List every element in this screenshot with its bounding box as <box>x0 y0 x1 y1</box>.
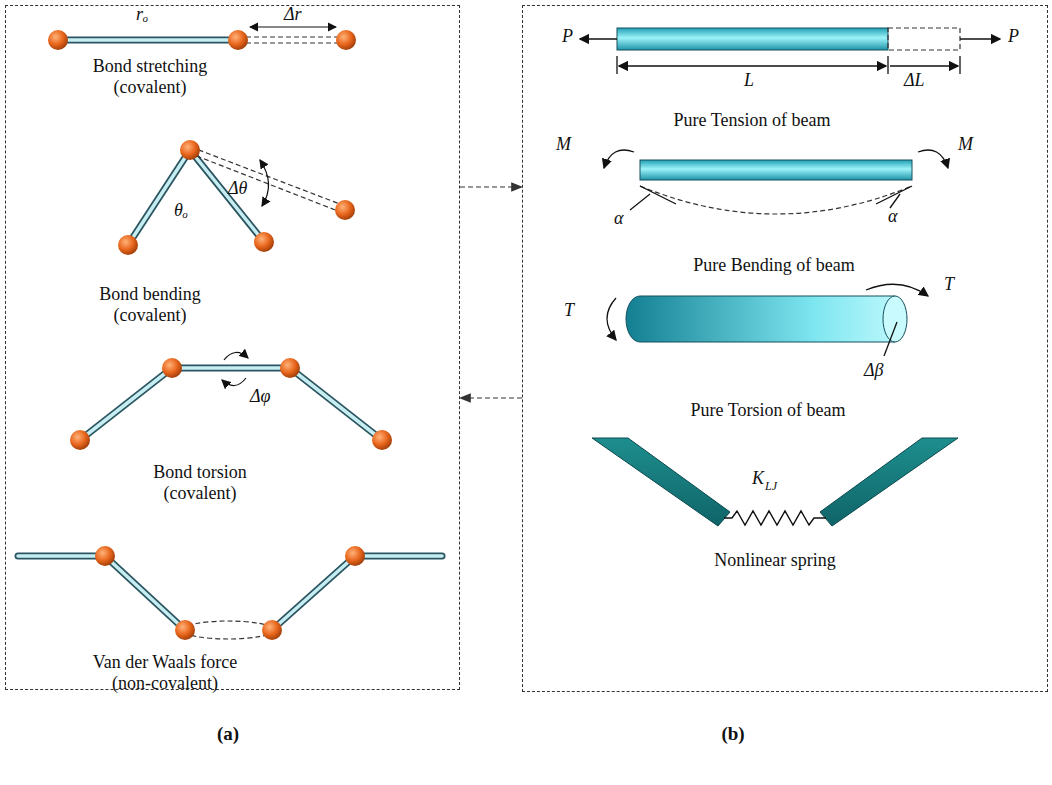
symbol-label: Δr <box>284 4 302 25</box>
dashed-panel: (a) <box>5 5 460 690</box>
symbol-label: rₒ <box>136 4 148 25</box>
symbol-label: θₒ <box>174 200 188 221</box>
symbol-label: Δθ <box>228 178 247 199</box>
symbol-label: P <box>1008 26 1019 47</box>
symbol-label: P <box>562 26 573 47</box>
caption-text: Van der Waals force (non-covalent) <box>78 652 253 693</box>
symbol-label: T <box>944 274 954 295</box>
symbol-label: L <box>744 70 754 91</box>
symbol-label: M <box>556 134 571 155</box>
caption-text: Nonlinear spring <box>675 550 875 571</box>
panel-label: (b) <box>721 723 744 745</box>
symbol-label: K <box>752 468 764 489</box>
symbol-label: Δβ <box>864 360 884 381</box>
caption-text: Pure Torsion of beam <box>658 400 878 421</box>
caption-text: Pure Bending of beam <box>664 255 884 276</box>
symbol-label: α <box>614 208 623 229</box>
symbol-label: α <box>888 206 897 227</box>
dashed-arrow <box>460 397 522 398</box>
caption-text: Bond bending (covalent) <box>75 284 225 325</box>
symbol-label: LJ <box>765 480 777 494</box>
symbol-label: Δφ <box>250 386 271 407</box>
symbol-label: M <box>958 134 973 155</box>
symbol-label: ΔL <box>904 70 925 91</box>
dashed-panel: (b) <box>522 5 1048 692</box>
symbol-label: T <box>564 300 574 321</box>
caption-text: Pure Tension of beam <box>642 110 862 131</box>
caption-text: Bond stretching (covalent) <box>75 56 225 97</box>
panel-label: (a) <box>217 723 239 745</box>
caption-text: Bond torsion (covalent) <box>125 462 275 503</box>
dashed-arrow <box>460 186 522 187</box>
